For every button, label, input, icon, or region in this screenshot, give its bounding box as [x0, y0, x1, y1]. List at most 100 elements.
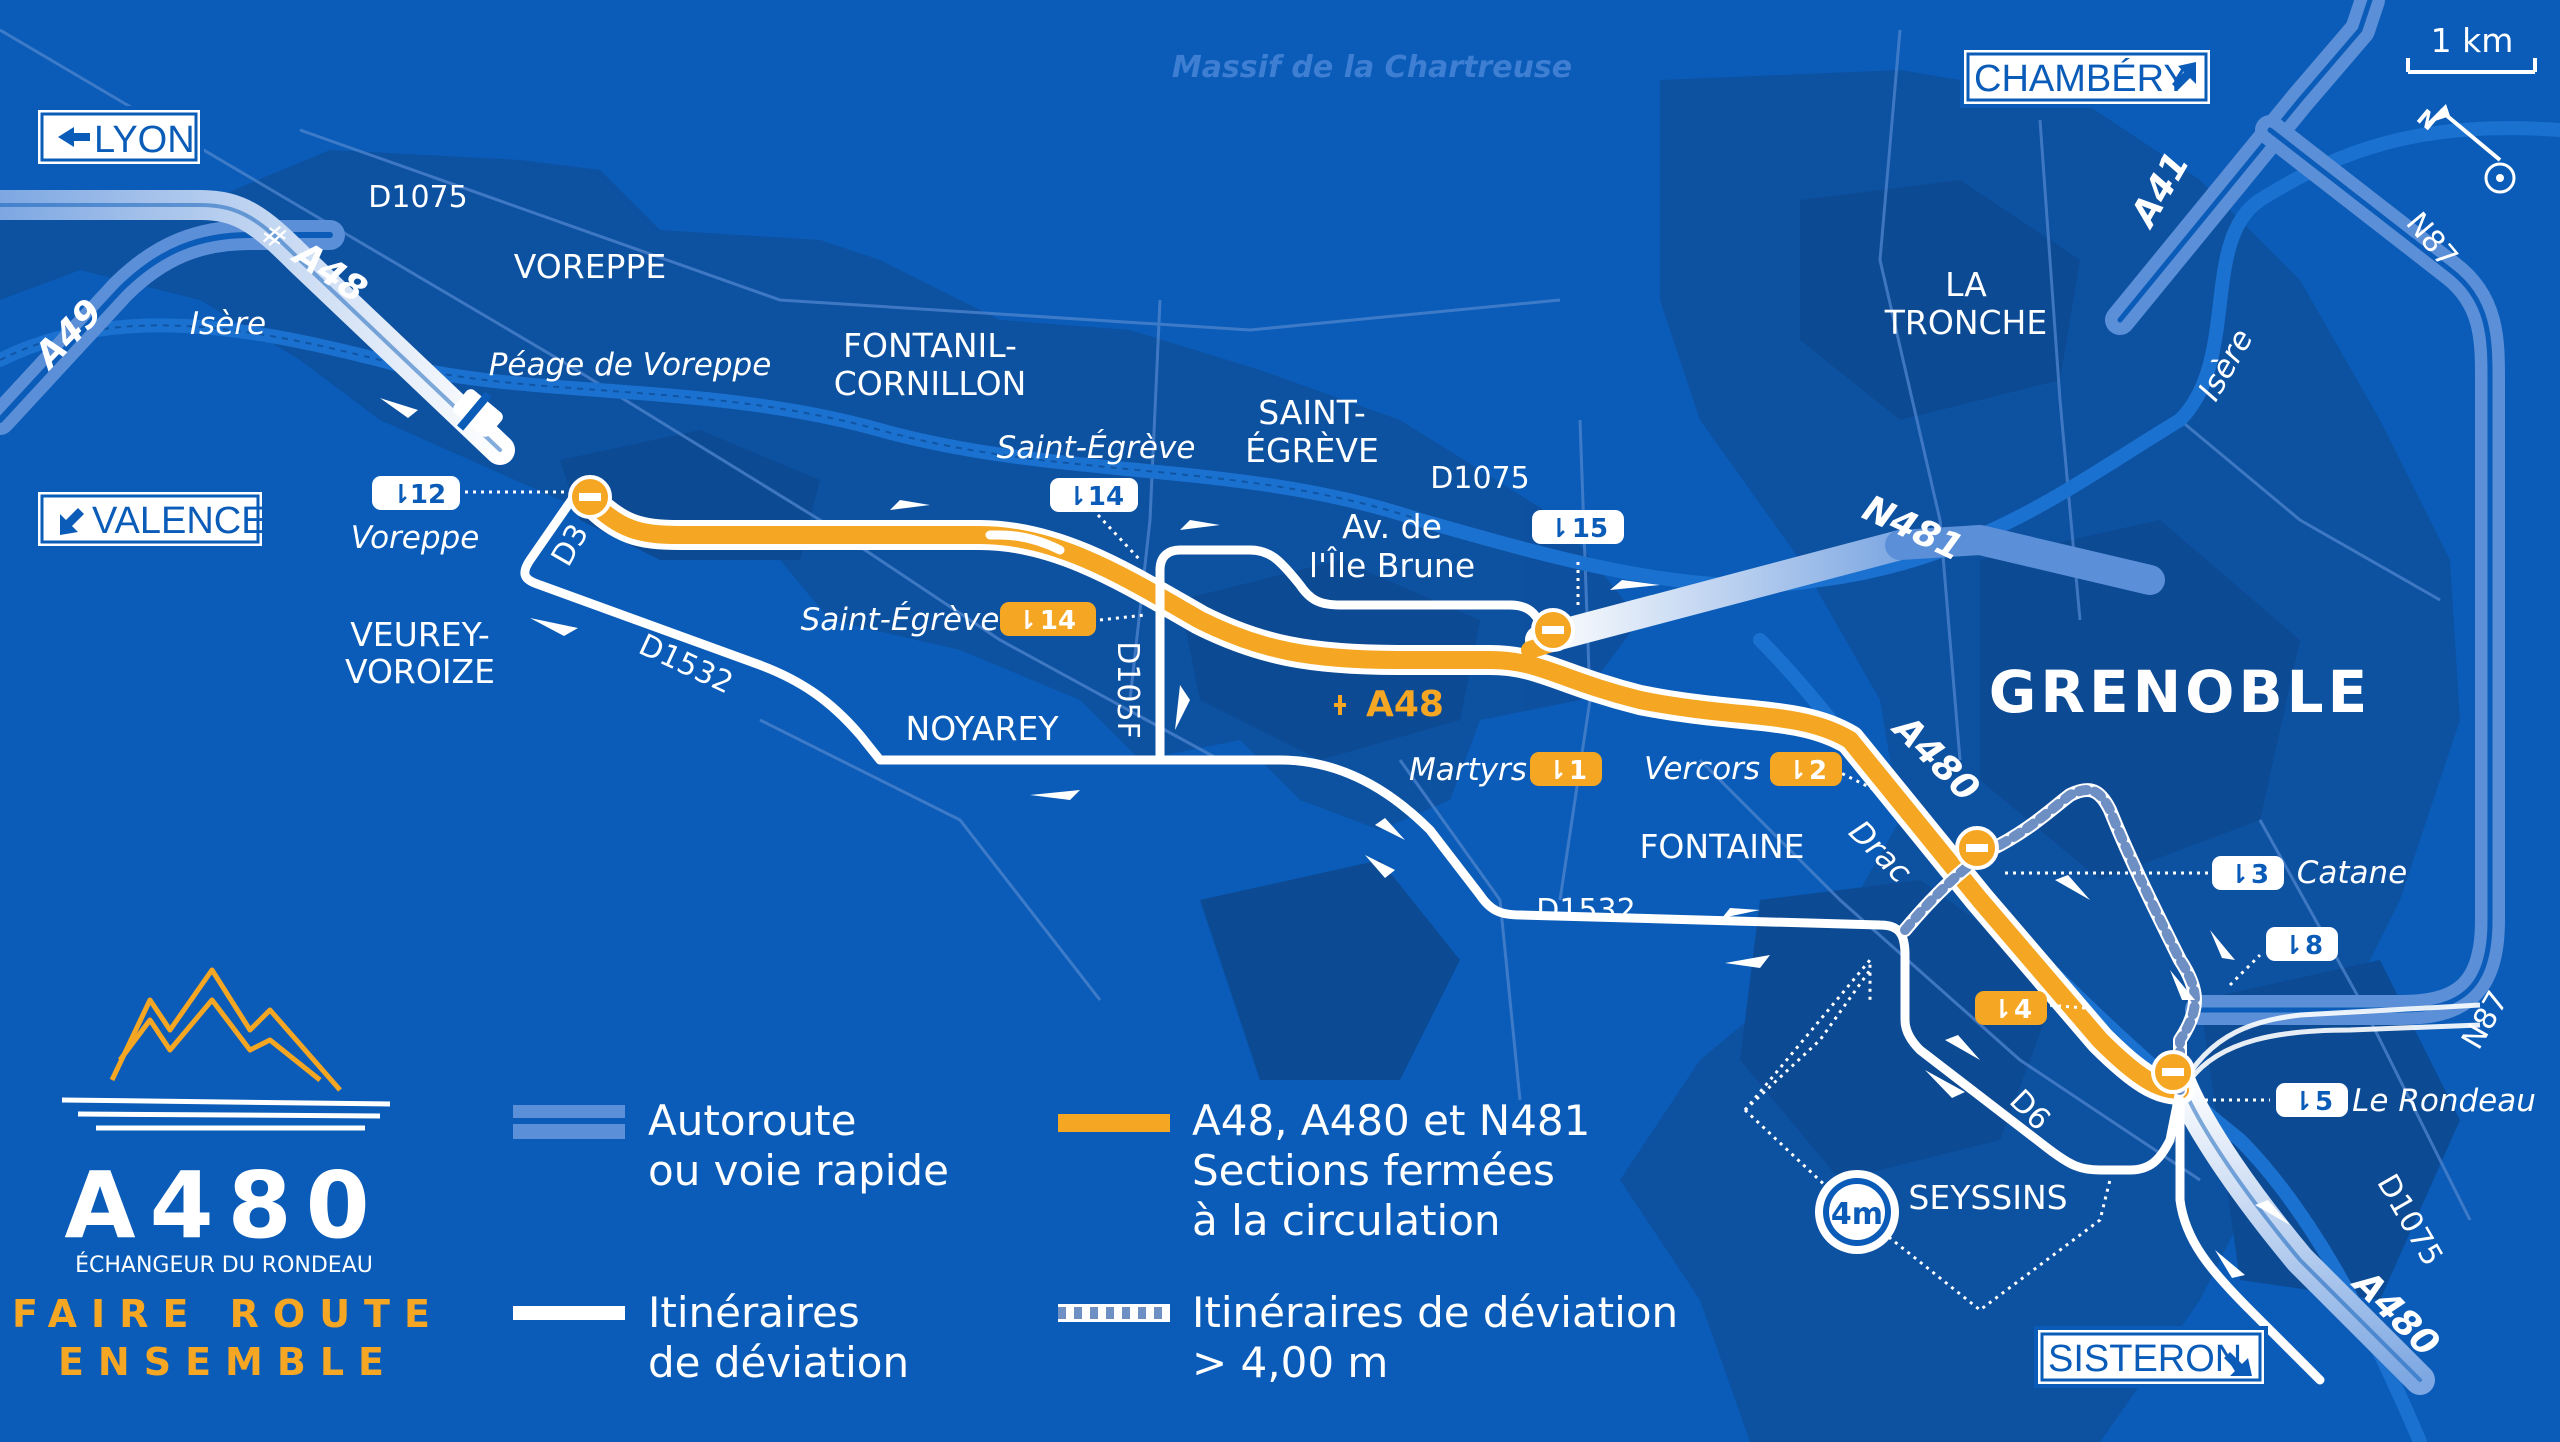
arrow-icon	[1945, 1035, 1980, 1060]
svg-text:⇂: ⇂	[1786, 756, 1808, 786]
city-title: GRENOBLE	[1989, 658, 2372, 726]
exit-14-top-number: 14	[1088, 482, 1124, 512]
arrow-icon	[1180, 520, 1220, 530]
exit-3-badge: ⇂ 3	[2212, 856, 2284, 890]
legend-high-swatch	[1058, 1304, 1170, 1322]
detour-routes	[520, 490, 2325, 1385]
label-vercors: Vercors	[1644, 751, 1760, 787]
svg-text:⇂: ⇂	[1991, 995, 2013, 1025]
arrow-icon	[2170, 970, 2195, 1000]
exit-4-number: 4	[2014, 995, 2032, 1025]
place-saint-egreve-2: ÉGRÈVE	[1245, 430, 1379, 470]
place-fontanil-1: FONTANIL-	[843, 326, 1017, 365]
exit-badges: ⇂ 12 ⇂ 14 ⇂ 14 ⇂ 15 ⇂ 1 ⇂ 2	[372, 476, 2348, 1117]
svg-text:⇂: ⇂	[1016, 606, 1038, 636]
exit-14-mid-badge: ⇂ 14	[1000, 602, 1096, 636]
brand-slogan-1: FAIRE ROUTE	[12, 1292, 444, 1336]
label-saint-egreve-top: Saint-Égrève	[997, 430, 1196, 466]
arrow-icon	[380, 398, 418, 418]
arrow-icon	[1365, 855, 1395, 878]
river-isere-west: Isère	[190, 306, 266, 342]
arrow-icon	[530, 618, 578, 636]
exit-15-badge: ⇂ 15	[1532, 510, 1624, 544]
svg-text:⇂: ⇂	[2292, 1087, 2314, 1117]
arrow-icon	[1722, 908, 1760, 918]
height-limit-label: 4m	[1831, 1197, 1883, 1232]
legend-autoroute-2: ou voie rapide	[648, 1146, 949, 1195]
label-rondeau: Le Rondeau	[2352, 1083, 2536, 1119]
label-voreppe-exit: Voreppe	[351, 520, 480, 556]
svg-text:⇂: ⇂	[1066, 482, 1088, 512]
exit-12-badge: ⇂ 12	[372, 476, 460, 510]
arrow-icon	[1610, 580, 1660, 590]
arrow-icon	[1725, 955, 1770, 968]
place-fontanil-2: CORNILLON	[834, 364, 1027, 403]
arrow-down-left-icon	[60, 508, 84, 535]
legend: Autoroute ou voie rapide A48, A480 et N4…	[513, 1096, 1678, 1387]
closure-icon	[1531, 608, 1575, 652]
sign-valence-label: VALENCE	[92, 500, 267, 542]
region-label: Massif de la Chartreuse	[1172, 50, 1572, 85]
brand-subtitle: ÉCHANGEUR DU RONDEAU	[75, 1252, 373, 1278]
place-voreppe: VOREPPE	[514, 247, 666, 286]
place-ile-brune-2: l'Île Brune	[1309, 545, 1475, 585]
arrow-icon	[890, 500, 930, 510]
brand-block: A480 ÉCHANGEUR DU RONDEAU FAIRE ROUTE EN…	[12, 967, 444, 1384]
scale-bar: 1 km	[2406, 21, 2537, 74]
direction-arrows	[380, 398, 2290, 1278]
scale-label: 1 km	[2431, 21, 2514, 60]
sign-sisteron-label: SISTERON	[2048, 1338, 2242, 1380]
exit-14-top-badge: ⇂ 14	[1050, 478, 1138, 512]
place-la-tronche-2: TRONCHE	[1884, 303, 2047, 342]
closure-icon	[2151, 1050, 2195, 1094]
urban-blocks	[560, 180, 2460, 1300]
arrow-left-icon	[58, 127, 90, 147]
exit-14-mid-number: 14	[1040, 606, 1076, 636]
brand-slogan-2: ENSEMBLE	[58, 1340, 398, 1384]
legend-closed-1: A48, A480 et N481	[1192, 1096, 1590, 1145]
road-d105f: D105F	[1110, 641, 1145, 739]
legend-detour-1: Itinéraires	[648, 1288, 860, 1337]
place-ile-brune-1: Av. de	[1342, 507, 1442, 546]
legend-detour-swatch	[513, 1306, 625, 1320]
sign-chambery-label: CHAMBÉRY	[1974, 57, 2189, 100]
height-limit-sign: 4m	[1815, 1170, 1899, 1254]
exit-8-number: 8	[2305, 931, 2323, 961]
place-noyarey: NOYAREY	[906, 709, 1060, 748]
exit-1-badge: ⇂ 1	[1530, 752, 1602, 786]
legend-closed-2: Sections fermées	[1192, 1146, 1555, 1195]
sign-lyon[interactable]: LYON	[34, 106, 204, 168]
svg-text:⇂: ⇂	[390, 480, 412, 510]
exit-2-badge: ⇂ 2	[1770, 752, 1842, 786]
legend-high-2: > 4,00 m	[1192, 1338, 1388, 1387]
sign-valence[interactable]: VALENCE	[34, 488, 267, 550]
svg-text:⇂: ⇂	[2282, 931, 2304, 961]
arrow-up-right-icon	[2172, 62, 2196, 90]
svg-text:⇂: ⇂	[2228, 860, 2250, 890]
arrow-icon	[1030, 790, 1080, 800]
closure-icon	[568, 475, 612, 519]
svg-text:⇂: ⇂	[1546, 756, 1568, 786]
road-a48-closed: A48	[1366, 684, 1444, 725]
exit-5-number: 5	[2315, 1087, 2333, 1117]
place-veurey-1: VEUREY-	[350, 615, 490, 654]
place-veurey-2: VOROIZE	[345, 652, 495, 691]
closure-icon	[1955, 826, 1999, 870]
exit-3-number: 3	[2251, 860, 2269, 890]
sign-chambery[interactable]: CHAMBÉRY	[1960, 46, 2214, 108]
arrow-icon	[2255, 1200, 2290, 1225]
road-d1532-east: D1532	[1536, 893, 1635, 928]
place-la-tronche-1: LA	[1945, 265, 1987, 304]
svg-text:⇂: ⇂	[1548, 514, 1570, 544]
legend-autoroute-swatch	[513, 1105, 625, 1139]
legend-autoroute-1: Autoroute	[648, 1096, 856, 1145]
motorway-icon	[1334, 695, 1346, 715]
place-seyssins: SEYSSINS	[1908, 1178, 2067, 1217]
sign-sisteron[interactable]: SISTERON	[2034, 1326, 2268, 1388]
place-labels: VOREPPE FONTANIL- CORNILLON SAINT- ÉGRÈV…	[345, 247, 2068, 1217]
road-d1075-west: D1075	[368, 180, 467, 215]
legend-closed-swatch	[1058, 1114, 1170, 1132]
arrow-icon	[1175, 685, 1190, 730]
place-fontaine: FONTAINE	[1639, 827, 1804, 866]
sign-lyon-label: LYON	[94, 119, 195, 161]
